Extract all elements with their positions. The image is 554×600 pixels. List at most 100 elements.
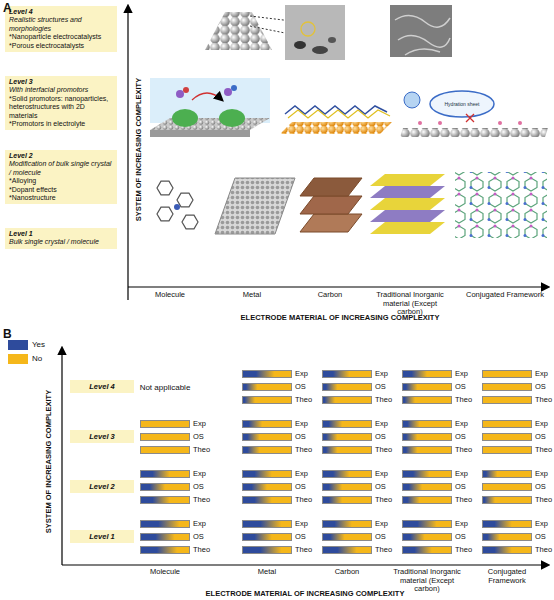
level-text: Realistic structures and morphologies	[9, 16, 113, 33]
level-box: Level 1	[70, 530, 134, 543]
sem-image	[390, 5, 452, 57]
level-text: *Nanoparticle electrocatalysts	[9, 33, 113, 41]
molecule-rings	[157, 181, 198, 229]
bar-label: OS	[375, 382, 386, 392]
bar	[482, 470, 532, 478]
bar	[482, 396, 532, 404]
metal-lattice	[215, 178, 295, 234]
bar	[140, 496, 190, 504]
bar	[140, 533, 190, 541]
bar-label: Theo	[375, 495, 392, 505]
graphene-sheet	[300, 178, 362, 196]
legend-text: Yes	[32, 340, 45, 350]
bar-label: Exp	[455, 369, 468, 379]
bar	[402, 396, 452, 404]
molecule	[183, 87, 189, 93]
note: Not applicable	[130, 383, 200, 392]
bar	[140, 470, 190, 478]
panel-letter: A	[3, 1, 12, 15]
bar	[242, 370, 292, 378]
y-axis	[127, 6, 128, 300]
level-text: Level 4	[9, 8, 113, 16]
bar	[140, 520, 190, 528]
column-label: Molecule	[140, 291, 200, 300]
bar	[402, 496, 452, 504]
level-text: Level 4	[70, 382, 134, 391]
bar-label: Theo	[535, 395, 552, 405]
level-text: *Promotors in electrolyte	[9, 120, 113, 128]
bar-label: OS	[375, 532, 386, 542]
bar-label: Theo	[535, 545, 552, 555]
bar	[482, 520, 532, 528]
carbon-substrate	[280, 122, 392, 134]
level-text: Level 1	[70, 532, 134, 541]
bar-label: OS	[455, 382, 466, 392]
oxide-substrate	[400, 128, 548, 137]
ion	[518, 121, 522, 125]
bar	[242, 533, 292, 541]
bar	[482, 483, 532, 491]
bar-label: Exp	[295, 419, 308, 429]
level-text: With interfacial promotors	[9, 86, 113, 94]
bar	[242, 433, 292, 441]
metal-center	[174, 204, 180, 210]
bar-label: OS	[295, 432, 306, 442]
2d-sheet	[288, 110, 390, 118]
bar-label: Theo	[455, 545, 472, 555]
bar	[140, 483, 190, 491]
bar-label: OS	[455, 482, 466, 492]
bar-label: Theo	[535, 495, 552, 505]
bar-label: OS	[295, 532, 306, 542]
bar-label: Theo	[295, 545, 312, 555]
bar-label: OS	[455, 532, 466, 542]
bar	[242, 496, 292, 504]
particle	[312, 46, 328, 54]
bar	[242, 470, 292, 478]
bar	[322, 496, 372, 504]
level-text: Level 3	[9, 78, 113, 86]
molecule	[176, 90, 184, 98]
bar	[402, 383, 452, 391]
graphene-sheet	[300, 214, 362, 232]
bar-label: Exp	[535, 519, 548, 529]
bar-label: OS	[193, 432, 204, 442]
column-label: Molecule	[130, 568, 200, 577]
bar-label: Exp	[535, 419, 548, 429]
particle	[294, 41, 306, 49]
bar	[402, 433, 452, 441]
column-label: Conjugated Framework	[472, 568, 542, 585]
bar-label: Theo	[193, 445, 210, 455]
bar-label: Exp	[455, 469, 468, 479]
bar	[322, 533, 372, 541]
bar-label: OS	[535, 382, 546, 392]
axis-title: SYSTEM OF INCREASING COMPLEXITY	[44, 362, 53, 562]
x-axis	[62, 564, 548, 565]
bar	[322, 370, 372, 378]
bar	[242, 420, 292, 428]
bar-label: OS	[455, 432, 466, 442]
level-text: Level 1	[9, 230, 113, 238]
framework	[455, 172, 547, 238]
bar	[402, 520, 452, 528]
bar-label: Theo	[375, 445, 392, 455]
ion	[418, 121, 422, 125]
molecule	[231, 85, 237, 91]
bar	[242, 546, 292, 554]
layer	[370, 186, 445, 198]
bar-label: Exp	[535, 369, 548, 379]
bar-label: Theo	[295, 445, 312, 455]
bar-label: Exp	[535, 469, 548, 479]
level-text: *Solid promotors: nanoparticles, heteros…	[9, 95, 113, 120]
level-box: Level 1Bulk single crystal / molecule	[5, 228, 117, 249]
bar	[322, 396, 372, 404]
promotor	[172, 109, 198, 127]
bar	[242, 520, 292, 528]
bar	[322, 446, 372, 454]
level-box: Level 3	[70, 430, 134, 443]
legend-text: No	[32, 354, 42, 364]
level-box: Level 2	[70, 480, 134, 493]
bar-label: Theo	[193, 545, 210, 555]
bar	[322, 483, 372, 491]
layer	[370, 222, 445, 234]
column-label: Carbon	[300, 291, 360, 300]
